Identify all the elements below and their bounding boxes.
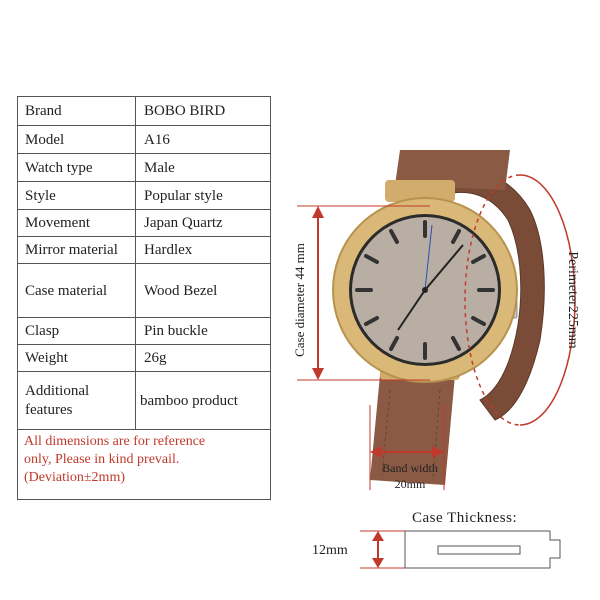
marker-8 [364,316,379,326]
thickness-arrow-head-top [372,531,384,541]
dimensions-note: All dimensions are for reference only, P… [17,429,271,500]
minute-hand [397,289,426,331]
spec-row-mirror-material: Mirror material Hardlex [17,236,271,264]
spec-key: Brand [17,96,136,126]
spec-key-line: features [25,402,73,418]
spec-key: Weight [17,344,136,372]
spec-row-model: Model A16 [17,125,271,154]
band-width-title: Band width [382,461,438,475]
note-line: All dimensions are for reference [24,434,206,449]
perimeter-label: Perimeter225mm [565,251,580,349]
leather-strap-back [429,166,545,421]
strap-stitching [381,389,391,476]
case-profile-glass [437,545,521,555]
second-hand [424,224,433,291]
hand-pin [422,287,428,293]
spec-value: Pin buckle [135,317,271,345]
case-diameter-label: Case diameter 44 mm [292,243,307,357]
spec-row-watch-type: Watch type Male [17,153,271,182]
spec-value: Japan Quartz [135,209,271,237]
case-thickness-title: Case Thickness: [412,510,518,526]
spec-row-note: All dimensions are for reference only, P… [17,429,271,500]
diameter-arrow-head-top [312,206,324,218]
upper-lugs [385,180,455,202]
spec-value: Male [135,153,271,182]
marker-10 [364,254,379,264]
note-line: only, Please in kind prevail. [24,452,180,467]
note-line: (Deviation±2mm) [24,470,125,485]
spec-row-movement: Movement Japan Quartz [17,209,271,237]
marker-7 [389,336,399,351]
marker-4 [471,316,486,326]
marker-2 [471,254,486,264]
spec-value: BOBO BIRD [135,96,271,126]
perimeter-arc [519,174,576,426]
spec-key: Movement [17,209,136,237]
spec-value: bamboo product [135,371,271,430]
marker-5 [451,336,461,351]
marker-1 [451,229,461,244]
spec-value: Wood Bezel [135,263,271,318]
watch-illustration [332,150,545,485]
spec-key: Mirror material [17,236,136,264]
spec-row-brand: Brand BOBO BIRD [17,96,271,126]
spec-value: Hardlex [135,236,271,264]
diameter-arrow-head-bottom [312,368,324,380]
spec-row-style: Style Popular style [17,181,271,210]
spec-row-case-material: Case material Wood Bezel [17,263,271,318]
band-arrow-head-right [432,446,444,458]
spec-table: Brand BOBO BIRD Model A16 Watch type Mal… [17,96,271,500]
spec-key: Clasp [17,317,136,345]
perimeter-arc-back [464,174,521,426]
spec-row-weight: Weight 26g [17,344,271,372]
leather-strap-bottom [370,375,455,485]
band-arrow-head-left [370,446,382,458]
spec-value: Popular style [135,181,271,210]
marker-11 [389,229,399,244]
spec-key-line: Additional [25,383,90,399]
band-width-value: 20mm [394,477,426,491]
band-width-label: Band width 20mm [372,460,448,492]
spec-value: A16 [135,125,271,154]
thickness-arrow-head-bottom [372,558,384,568]
hour-hand [424,244,464,291]
case-thickness-value: 12mm [312,543,348,558]
spec-row-additional-features: Additional features bamboo product [17,371,271,430]
spec-key: Style [17,181,136,210]
hour-markers [355,220,495,360]
spec-row-clasp: Clasp Pin buckle [17,317,271,345]
spec-key: Case material [17,263,136,318]
